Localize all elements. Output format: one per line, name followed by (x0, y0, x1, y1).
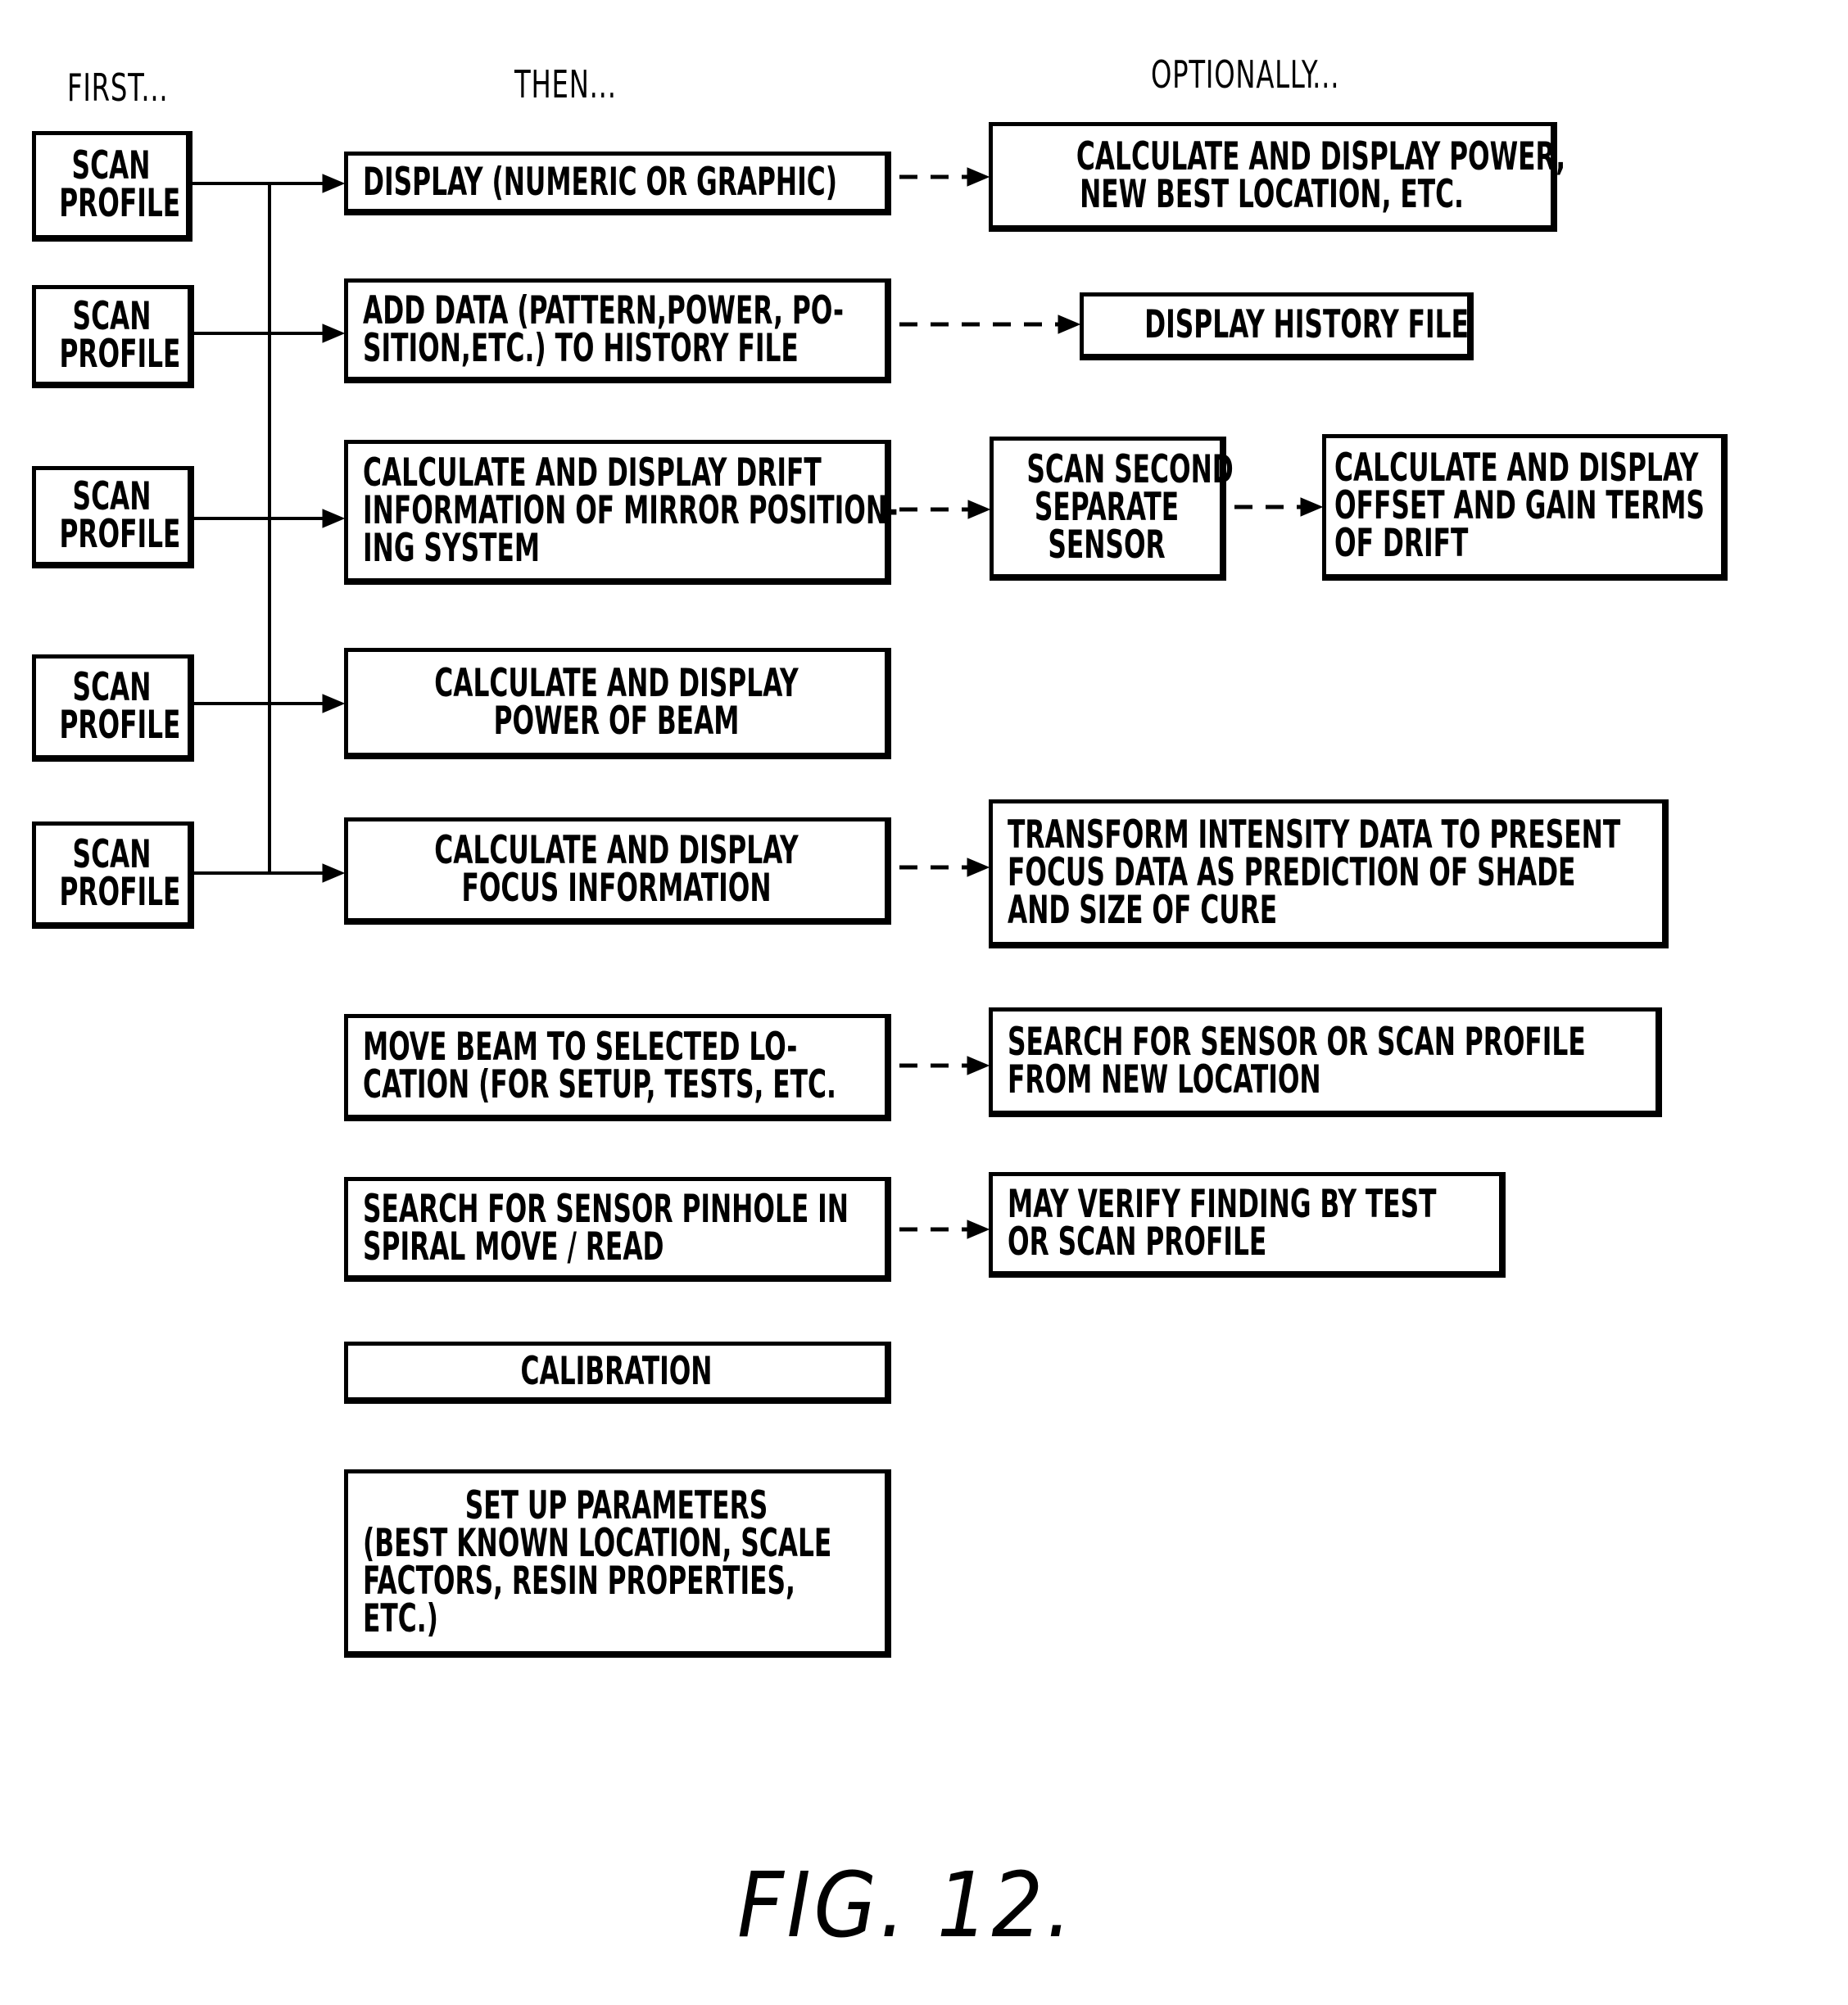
optional-box-scan-second-sensor-line-2: SEPARATE (1026, 489, 1186, 527)
scan-profile-box-2-line-1: SCAN (59, 298, 164, 336)
scan-profile-box-3-line-2: PROFILE (59, 516, 164, 554)
then-box-drift-line-2: INFORMATION OF MIRROR POSITION- (363, 492, 738, 530)
then-box-drift: CALCULATE AND DISPLAY DRIFT INFORMATION … (344, 440, 891, 585)
optional-box-transform-intensity-line-2: FOCUS DATA AS PREDICTION OF SHADE (1008, 854, 1481, 892)
scan-profile-box-1-line-1: SCAN (59, 147, 163, 185)
optional-box-search-new-location: SEARCH FOR SENSOR OR SCAN PROFILE FROM N… (989, 1007, 1662, 1117)
scan-profile-box-1-line-2: PROFILE (59, 185, 163, 223)
scan-profile-box-5: SCAN PROFILE (32, 821, 194, 929)
optional-box-verify-finding-line-1: MAY VERIFY FINDING BY TEST (1008, 1186, 1361, 1224)
then-box-display-line-1: DISPLAY (NUMERIC OR GRAPHIC) (363, 164, 738, 201)
then-box-search-pinhole: SEARCH FOR SENSOR PINHOLE IN SPIRAL MOVE… (344, 1177, 891, 1282)
scan-profile-box-5-line-2: PROFILE (59, 874, 164, 912)
optional-box-search-new-location-line-1: SEARCH FOR SENSOR OR SCAN PROFILE (1008, 1024, 1476, 1061)
then-box-add-data-line-1: ADD DATA (PATTERN,POWER, PO- (363, 292, 738, 330)
scan-profile-box-3: SCAN PROFILE (32, 466, 194, 568)
optional-box-scan-second-sensor: SCAN SECOND SEPARATE SENSOR (990, 437, 1226, 581)
dashed-arrow-history-head (1058, 315, 1080, 333)
optional-box-transform-intensity-line-3: AND SIZE OF CURE (1008, 892, 1481, 930)
optional-box-display-history-line-1: DISPLAY HISTORY FILE (1144, 306, 1406, 344)
scan-profile-box-3-line-1: SCAN (59, 478, 164, 516)
then-box-move-beam-line-2: CATION (FOR SETUP, TESTS, ETC. (363, 1066, 738, 1104)
optional-box-offset-gain: CALCULATE AND DISPLAY OFFSET AND GAIN TE… (1322, 434, 1728, 581)
arrow-head-2 (323, 324, 344, 342)
then-box-power-of-beam-line-2: POWER OF BEAM (428, 703, 804, 740)
optional-box-verify-finding-line-2: OR SCAN PROFILE (1008, 1224, 1361, 1261)
then-box-focus-line-2: FOCUS INFORMATION (428, 870, 804, 907)
header-then: THEN... (514, 62, 617, 106)
arrow-head-5 (323, 864, 344, 882)
then-box-setup-parameters-line-4: ETC.) (363, 1600, 738, 1638)
optional-box-offset-gain-line-2: OFFSET AND GAIN TERMS (1334, 487, 1615, 525)
optional-box-transform-intensity-line-1: TRANSFORM INTENSITY DATA TO PRESENT (1008, 817, 1481, 854)
header-first: FIRST... (67, 66, 168, 110)
dashed-arrow-verify-head (967, 1220, 989, 1238)
dashed-arrow-second-sensor-head (968, 500, 990, 518)
scan-profile-box-4: SCAN PROFILE (32, 654, 194, 762)
scan-profile-box-2-line-2: PROFILE (59, 336, 164, 373)
optional-box-scan-second-sensor-line-1: SCAN SECOND (1026, 451, 1186, 489)
figure-label: FIG. 12. (737, 1853, 1075, 1957)
then-box-drift-line-3: ING SYSTEM (363, 530, 738, 568)
then-box-move-beam: MOVE BEAM TO SELECTED LO- CATION (FOR SE… (344, 1014, 891, 1121)
dashed-arrow-transform-head (967, 858, 989, 876)
scan-profile-box-4-line-2: PROFILE (59, 707, 164, 745)
then-box-display: DISPLAY (NUMERIC OR GRAPHIC) (344, 152, 891, 215)
then-box-drift-line-1: CALCULATE AND DISPLAY DRIFT (363, 455, 738, 492)
scan-profile-box-4-line-1: SCAN (59, 669, 164, 707)
then-box-setup-parameters-line-1: SET UP PARAMETERS (428, 1487, 804, 1525)
optional-box-verify-finding: MAY VERIFY FINDING BY TEST OR SCAN PROFI… (989, 1172, 1506, 1278)
optional-box-power-best-location: CALCULATE AND DISPLAY POWER, NEW BEST LO… (989, 122, 1557, 232)
then-box-setup-parameters-line-2: (BEST KNOWN LOCATION, SCALE (363, 1525, 738, 1563)
optional-box-scan-second-sensor-line-3: SENSOR (1026, 527, 1186, 564)
then-box-add-data: ADD DATA (PATTERN,POWER, PO- SITION,ETC.… (344, 278, 891, 383)
optional-box-display-history: DISPLAY HISTORY FILE (1080, 292, 1474, 360)
then-box-power-of-beam-line-1: CALCULATE AND DISPLAY (428, 665, 804, 703)
then-box-move-beam-line-1: MOVE BEAM TO SELECTED LO- (363, 1029, 738, 1066)
then-box-calibration: CALIBRATION (344, 1342, 891, 1404)
then-box-focus: CALCULATE AND DISPLAY FOCUS INFORMATION (344, 817, 891, 925)
optional-box-offset-gain-line-1: CALCULATE AND DISPLAY (1334, 450, 1615, 487)
arrow-head-1 (323, 174, 344, 192)
scan-profile-box-1: SCAN PROFILE (32, 131, 192, 242)
optional-box-offset-gain-line-3: OF DRIFT (1334, 525, 1615, 563)
arrow-head-4 (323, 695, 344, 713)
then-box-setup-parameters-line-3: FACTORS, RESIN PROPERTIES, (363, 1563, 738, 1600)
then-box-calibration-line-1: CALIBRATION (428, 1353, 804, 1391)
optional-box-power-best-location-line-2: NEW BEST LOCATION, ETC. (1076, 176, 1467, 214)
then-box-focus-line-1: CALCULATE AND DISPLAY (428, 832, 804, 870)
then-box-search-pinhole-line-2: SPIRAL MOVE / READ (363, 1229, 738, 1266)
then-box-setup-parameters: SET UP PARAMETERS (BEST KNOWN LOCATION, … (344, 1469, 891, 1658)
optional-box-search-new-location-line-2: FROM NEW LOCATION (1008, 1061, 1476, 1099)
optional-box-transform-intensity: TRANSFORM INTENSITY DATA TO PRESENT FOCU… (989, 799, 1669, 948)
then-box-add-data-line-2: SITION,ETC.) TO HISTORY FILE (363, 330, 738, 368)
scan-profile-box-2: SCAN PROFILE (32, 285, 194, 388)
dashed-arrow-offset-gain-head (1301, 498, 1322, 516)
scan-profile-box-5-line-1: SCAN (59, 836, 164, 874)
then-box-power-of-beam: CALCULATE AND DISPLAY POWER OF BEAM (344, 648, 891, 759)
dashed-arrow-search-new-head (967, 1057, 989, 1075)
dashed-arrow-power-head (967, 168, 989, 186)
arrow-head-3 (323, 509, 344, 527)
then-box-search-pinhole-line-1: SEARCH FOR SENSOR PINHOLE IN (363, 1191, 738, 1229)
optional-box-power-best-location-line-1: CALCULATE AND DISPLAY POWER, (1076, 138, 1467, 176)
header-optionally: OPTIONALLY... (1151, 52, 1339, 97)
